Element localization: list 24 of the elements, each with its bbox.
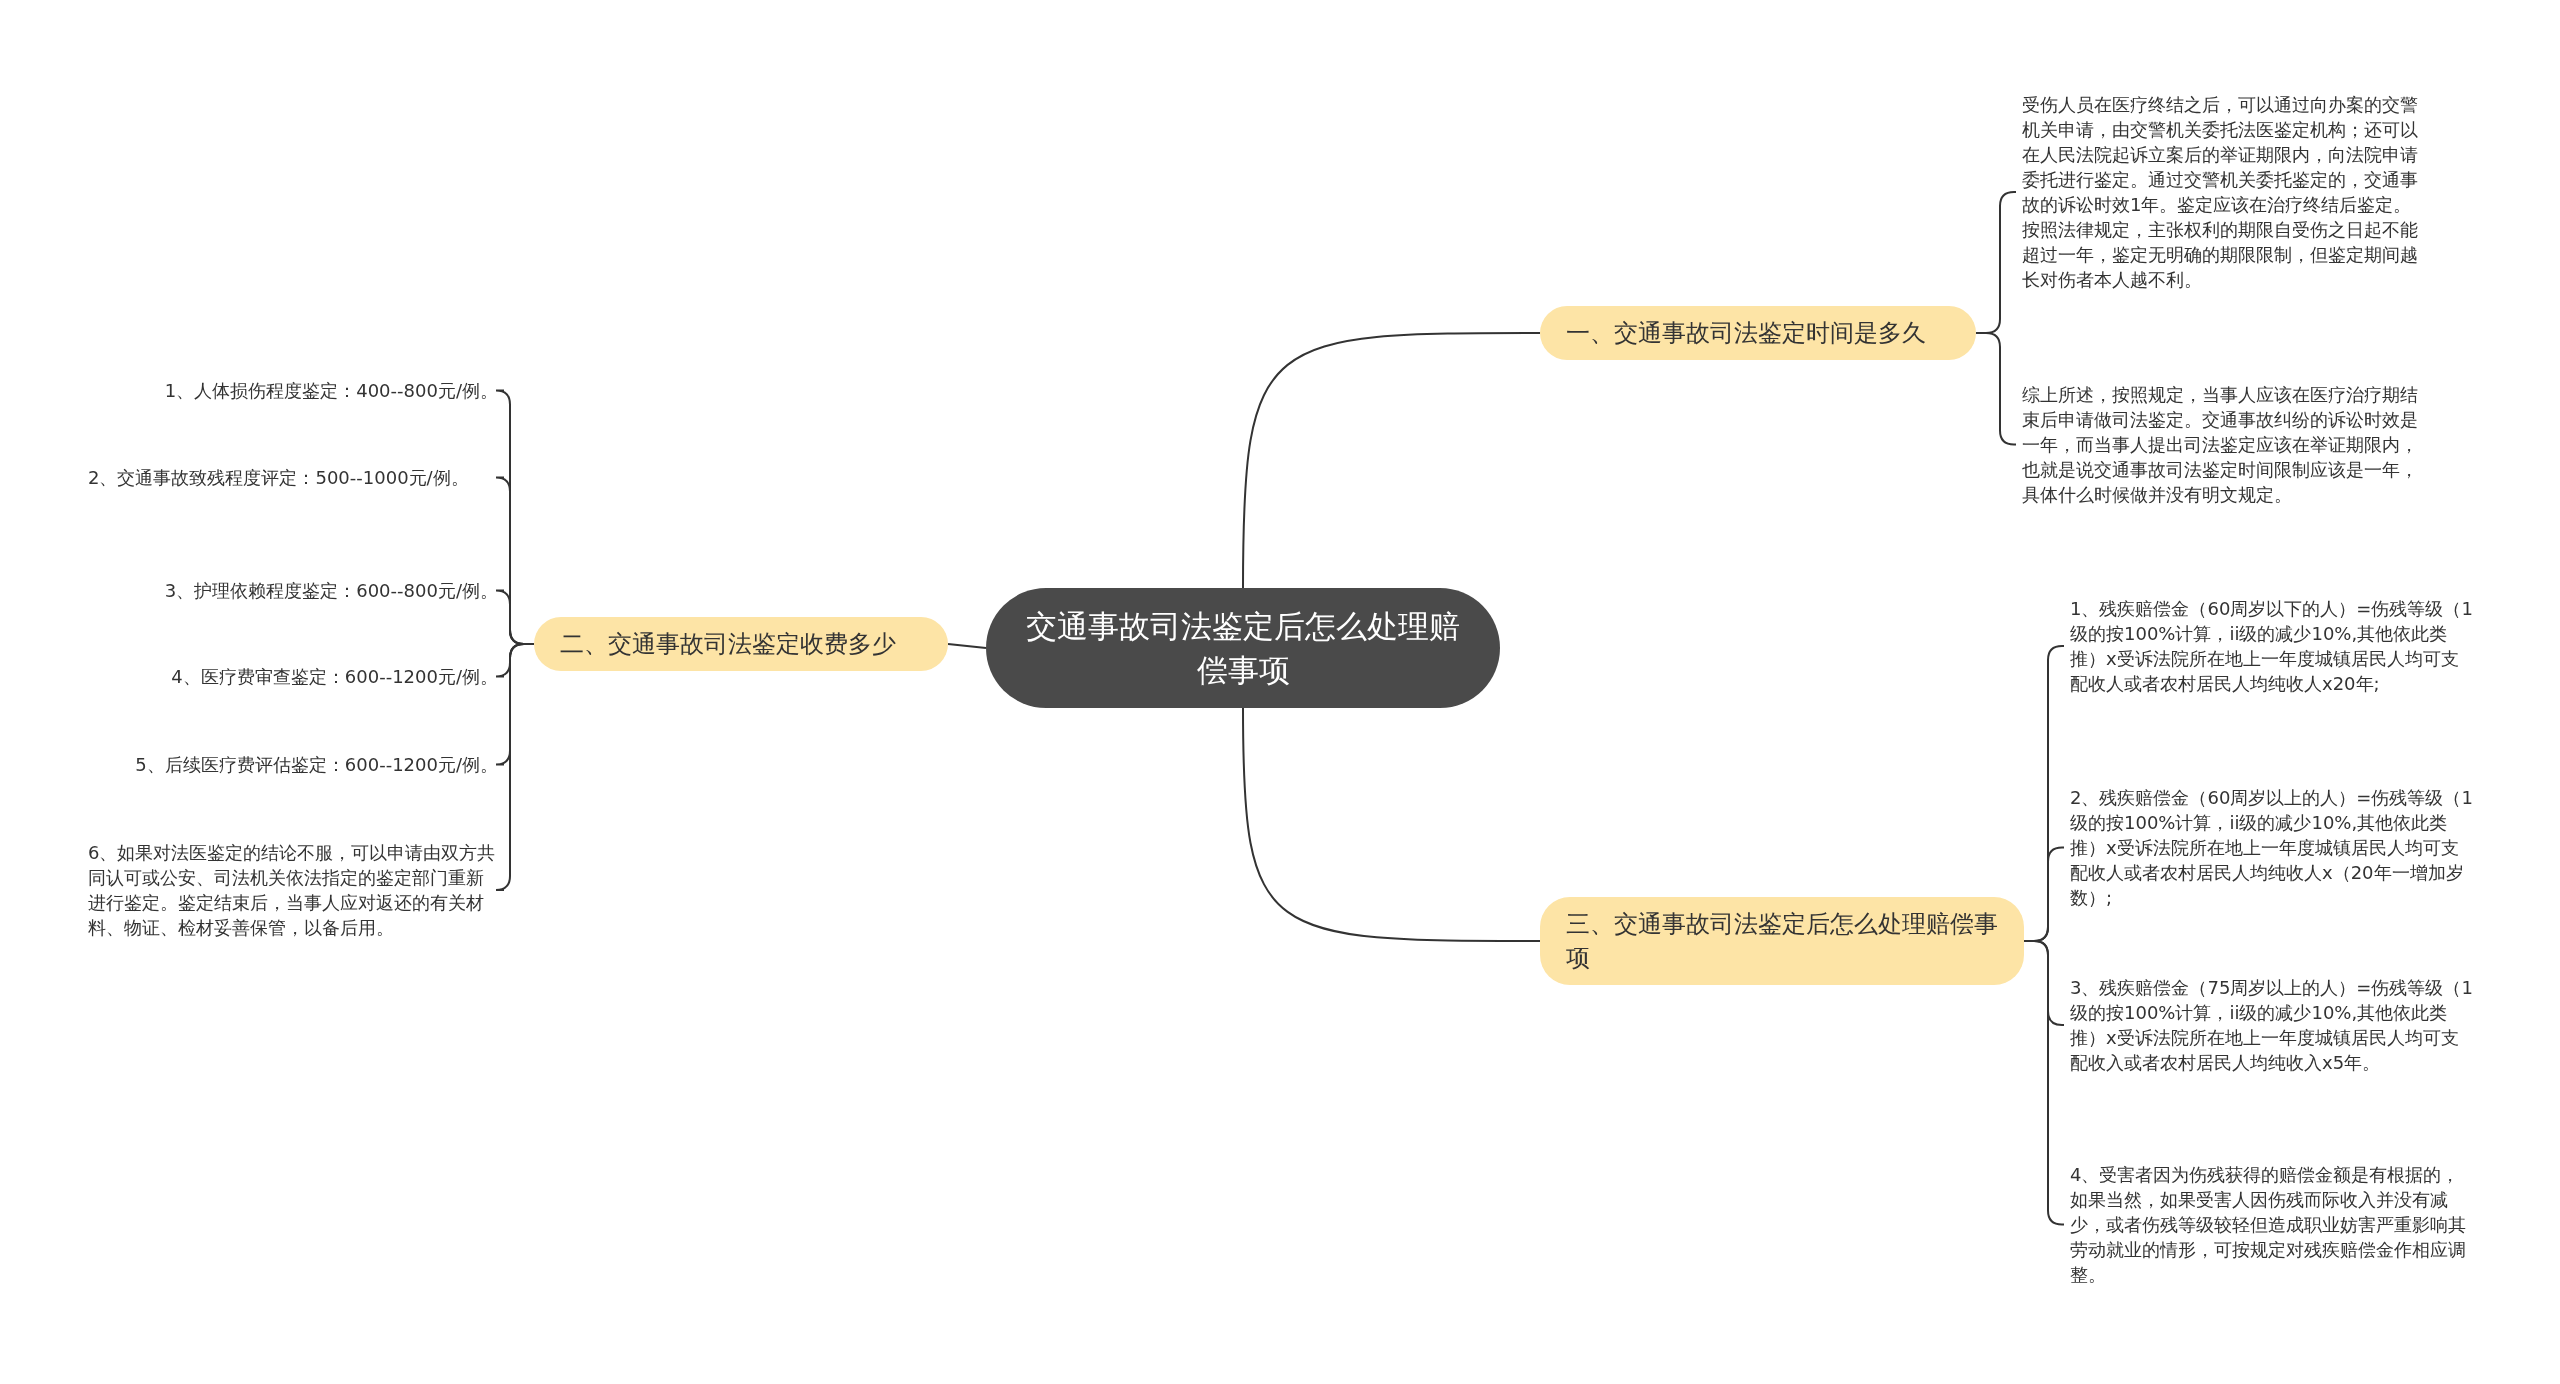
note-text: 4、医疗费审查鉴定：600--1200元/例。 bbox=[88, 664, 498, 689]
connector-line bbox=[1242, 332, 1541, 589]
topic-text: 交通事故司法鉴定后怎么处理赔偿事项 bbox=[1026, 607, 1460, 690]
note-text: 2、交通事故致残程度评定：500--1000元/例。 bbox=[88, 465, 498, 490]
branch-topic bbox=[534, 617, 948, 671]
note-text: 受伤人员在医疗终结之后，可以通过向办案的交警机关申请，由交警机关委托法医鉴定机构；还可以在人民法院起诉立案后的举证期限内，向法院申请委托进行鉴定。通过交警机关委托鉴定的，交通事故的诉讼时效1年。鉴定应该在治疗终结后鉴定。按照法律规定，主张权利的期限自受伤之日起不能超过一年，鉴定无明确的期限限制，但鉴定期间越长对伤者本人越不利。 bbox=[2022, 92, 2422, 292]
topic-text: 一、交通事故司法鉴定时间是多久 bbox=[1566, 319, 1926, 347]
connector-line bbox=[1975, 332, 2017, 446]
note-text: 3、残疾赔偿金（75周岁以上的人）=伤残等级（1级的按100%计算，ii级的减少10%,其他依此类推）x受诉法院所在地上一年度城镇居民人均可支配收入或者农村居民人均纯收入x5年。 bbox=[2070, 975, 2475, 1075]
note-text: 5、后续医疗费评估鉴定：600--1200元/例。 bbox=[88, 752, 498, 777]
branch-topic bbox=[1540, 897, 2024, 985]
note-text: 3、护理依赖程度鉴定：600--800元/例。 bbox=[88, 578, 498, 603]
topic-text: 三、交通事故司法鉴定后怎么处理赔偿事项 bbox=[1566, 910, 1998, 972]
branch-topic bbox=[1540, 306, 1976, 360]
note-text: 6、如果对法医鉴定的结论不服，可以申请由双方共同认可或公安、司法机关依法指定的鉴定部门重新进行鉴定。鉴定结束后，当事人应对返还的有关材料、物证、检材妥善保管，以备后用。 bbox=[88, 840, 498, 940]
note-text: 2、残疾赔偿金（60周岁以上的人）=伤残等级（1级的按100%计算，ii级的减少10%,其他依此类推）x受诉法院所在地上一年度城镇居民人均可支配收人或者农村居民人均纯收人x（20年一增加岁数）; bbox=[2070, 785, 2475, 910]
note-text: 综上所述，按照规定，当事人应该在医疗治疗期结束后申请做司法鉴定。交通事故纠纷的诉讼时效是一年，而当事人提出司法鉴定应该在举证期限内，也就是说交通事故司法鉴定时间限制应该是一年，具体什么时候做并没有明文规定。 bbox=[2022, 382, 2422, 507]
connector-line bbox=[2023, 940, 2065, 1226]
note-text: 1、人体损伤程度鉴定：400--800元/例。 bbox=[88, 378, 498, 403]
note-text: 1、残疾赔偿金（60周岁以下的人）=伤残等级（1级的按100%计算，ii级的减少10%,其他依此类推）x受诉法院所在地上一年度城镇居民人均可支配收人或者农村居民人均纯收人x20年; bbox=[2070, 596, 2475, 696]
note-text: 4、受害者因为伤残获得的赔偿金额是有根据的，如果当然，如果受害人因伤残而际收入并没有减少，或者伤残等级较轻但造成职业妨害严重影响其劳动就业的情形，可按规定对残疾赔偿金作相应调整。 bbox=[2070, 1162, 2475, 1287]
topic-text: 二、交通事故司法鉴定收费多少 bbox=[560, 630, 896, 658]
connector-line bbox=[1242, 707, 1541, 942]
connector-line bbox=[947, 643, 987, 649]
